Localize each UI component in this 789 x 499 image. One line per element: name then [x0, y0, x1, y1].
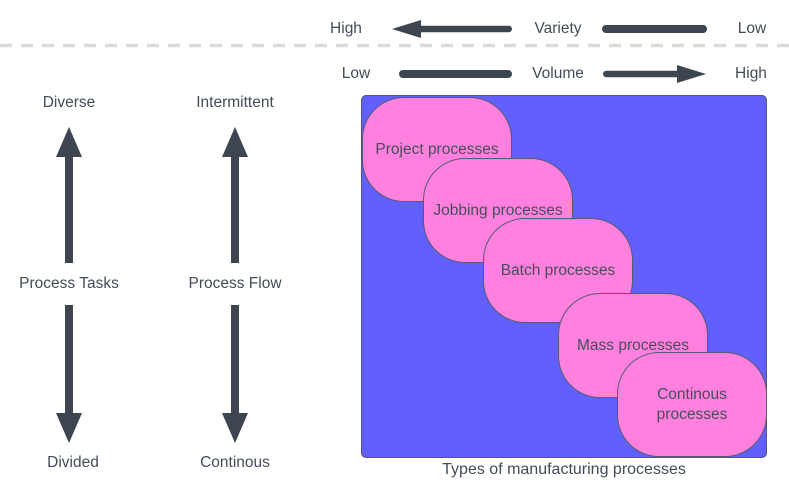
- process-tasks-top-label: Diverse: [42, 94, 96, 111]
- process-flow-down-arrow-icon: [222, 305, 248, 443]
- process-flow-bottom-label: Continous: [200, 454, 270, 471]
- volume-line-segment: [399, 70, 512, 78]
- variety-high-label: High: [330, 20, 362, 37]
- dashed-separator-line: [0, 43, 789, 48]
- volume-right-arrow-icon: [603, 65, 706, 83]
- process-shape-label: Continous processes: [656, 385, 728, 423]
- process-tasks-down-arrow-icon: [56, 305, 82, 443]
- process-shape-label: Jobbing processes: [433, 201, 563, 219]
- variety-left-arrow-icon: [392, 20, 512, 38]
- process-tasks-up-arrow-icon: [56, 127, 82, 263]
- diagram-caption: Types of manufacturing processes: [442, 461, 686, 478]
- process-flow-axis-label: Process Flow: [188, 275, 282, 292]
- volume-axis-label: Volume: [532, 65, 584, 82]
- process-tasks-bottom-label: Divided: [47, 454, 99, 471]
- variety-line-segment: [602, 25, 707, 33]
- process-shape-label: Project processes: [375, 140, 499, 158]
- process-tasks-axis-label: Process Tasks: [19, 275, 119, 292]
- process-flow-up-arrow-icon: [222, 127, 248, 263]
- variety-low-label: Low: [737, 20, 767, 37]
- process-shape-label: Mass processes: [577, 336, 689, 354]
- process-flow-top-label: Intermittent: [196, 94, 274, 111]
- process-shape-continous: Continous processes: [617, 352, 767, 457]
- volume-high-label: High: [735, 65, 767, 82]
- process-shape-label: Batch processes: [500, 261, 616, 279]
- variety-axis-label: Variety: [534, 20, 582, 37]
- volume-low-label: Low: [341, 65, 371, 82]
- process-matrix-container: Project processes Jobbing processes Batc…: [361, 95, 767, 458]
